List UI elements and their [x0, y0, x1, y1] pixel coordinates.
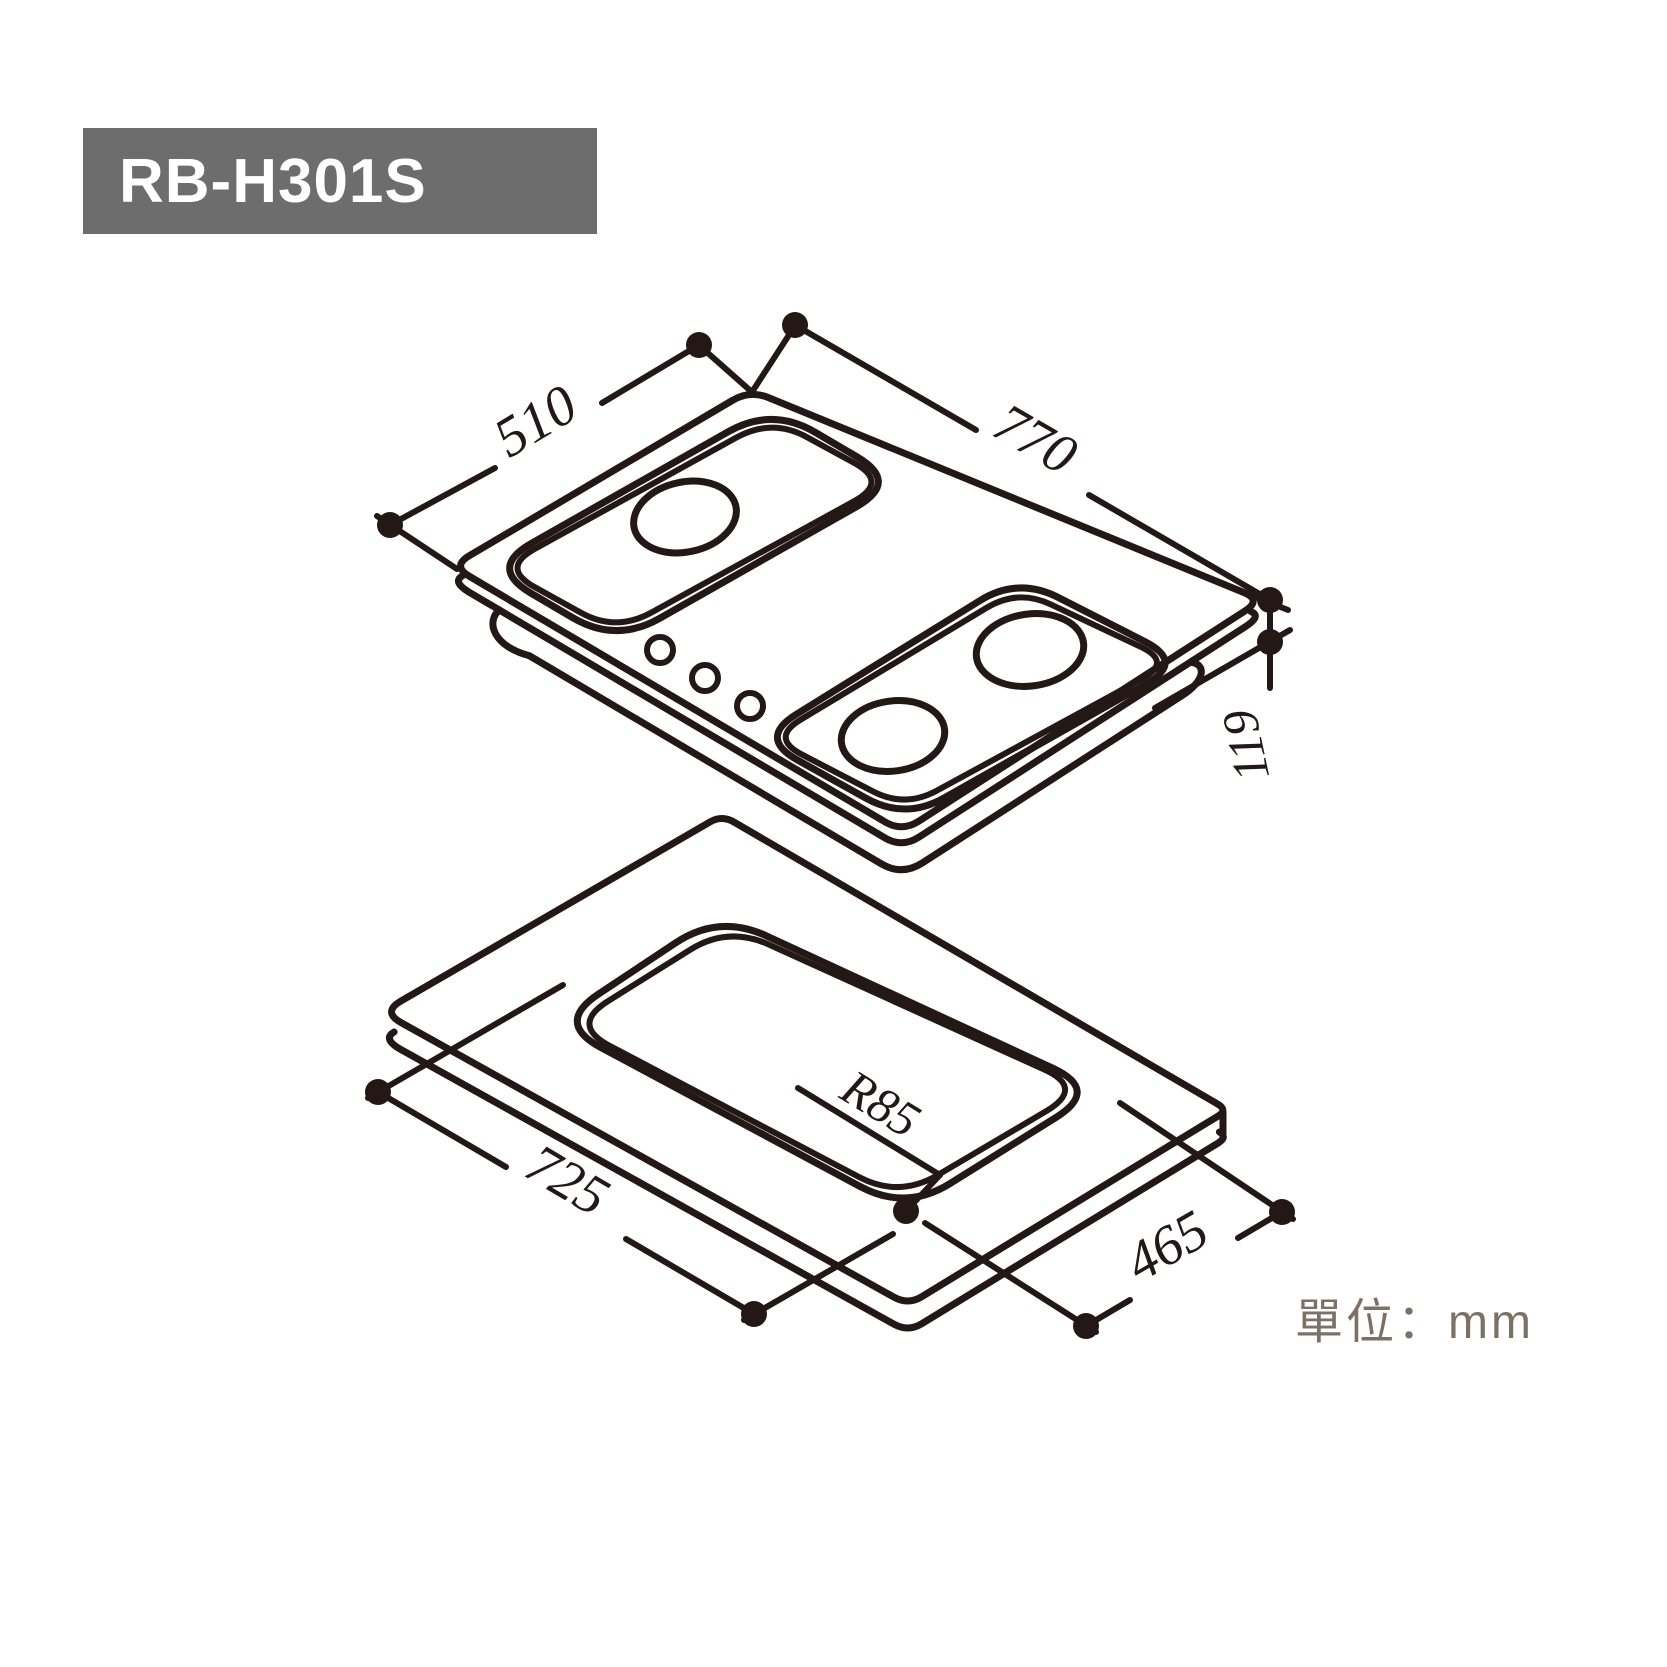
board-top-face-outline — [388, 815, 1227, 1305]
dim-510-label: 510 — [484, 373, 588, 469]
unit-note: 單位：mm — [1295, 1296, 1534, 1349]
dim-510-line-a — [387, 465, 498, 528]
dimension-endpoint-dot — [1257, 629, 1283, 655]
cutout-outer-outline — [573, 922, 1081, 1202]
dim-770-line-a — [792, 322, 979, 433]
model-badge-label: RB-H301S — [119, 146, 427, 216]
dim-465-extension-right — [1117, 1100, 1296, 1222]
right-section-outer-outline — [774, 584, 1169, 813]
dimension-endpoint-dot — [741, 1301, 767, 1327]
knob-circle-3 — [734, 690, 766, 722]
dim-770-label: 770 — [983, 392, 1087, 488]
dimension-endpoint-dot — [377, 512, 403, 538]
burner-opening-right-lower — [837, 697, 949, 775]
right-section-inner-outline — [782, 594, 1160, 803]
dimension-465: 465 — [922, 1100, 1296, 1339]
burner-opening-left — [630, 477, 740, 557]
dimension-endpoint-dot — [893, 1198, 919, 1224]
dim-725-line-b — [623, 1236, 757, 1317]
dim-119-label: 119 — [1211, 705, 1281, 786]
knob-circle-1 — [644, 634, 676, 666]
dimension-endpoint-dot — [1269, 1199, 1295, 1225]
dim-465-label: 465 — [1115, 1199, 1219, 1295]
dim-510-line-b — [599, 342, 702, 406]
knob-circle-2 — [689, 662, 721, 694]
stove-top-face-outline — [457, 390, 1257, 831]
stove-body-rim-line — [455, 572, 1259, 847]
dimension-endpoint-dot — [1073, 1313, 1099, 1339]
dimension-770: 770 — [749, 312, 1291, 613]
model-badge: RB-H301S — [83, 128, 597, 234]
burner-opening-right-upper — [972, 610, 1088, 690]
dimension-119: 119 — [1152, 597, 1293, 786]
dimension-endpoint-dot — [686, 332, 712, 358]
left-section-outer-outline — [506, 415, 882, 635]
dim-725-label: 725 — [515, 1132, 619, 1228]
dim-465-extension-left — [922, 1220, 1099, 1335]
radius-annotation-r85: R85 — [795, 1058, 943, 1224]
dim-725-extension-left — [365, 982, 566, 1101]
r85-underline — [795, 1085, 943, 1178]
right-burner-section — [774, 584, 1169, 813]
r85-label: R85 — [831, 1058, 930, 1148]
stove-unit-drawing: 510 770 119 — [374, 312, 1293, 874]
dim-770-line-b — [1086, 492, 1273, 603]
cutout-template-drawing: R85 725 465 — [365, 815, 1296, 1339]
left-burner-section — [506, 415, 882, 635]
control-knobs — [644, 634, 766, 722]
dim-725-line-a — [375, 1089, 509, 1170]
dim-725-extension-right — [741, 1231, 896, 1323]
stove-base-tray-line — [489, 606, 1205, 874]
dimension-endpoint-dot — [782, 312, 808, 338]
cutout-inner-wall-line — [586, 933, 1068, 1191]
dimension-endpoint-dot — [365, 1079, 391, 1105]
left-section-inner-outline — [514, 424, 875, 626]
